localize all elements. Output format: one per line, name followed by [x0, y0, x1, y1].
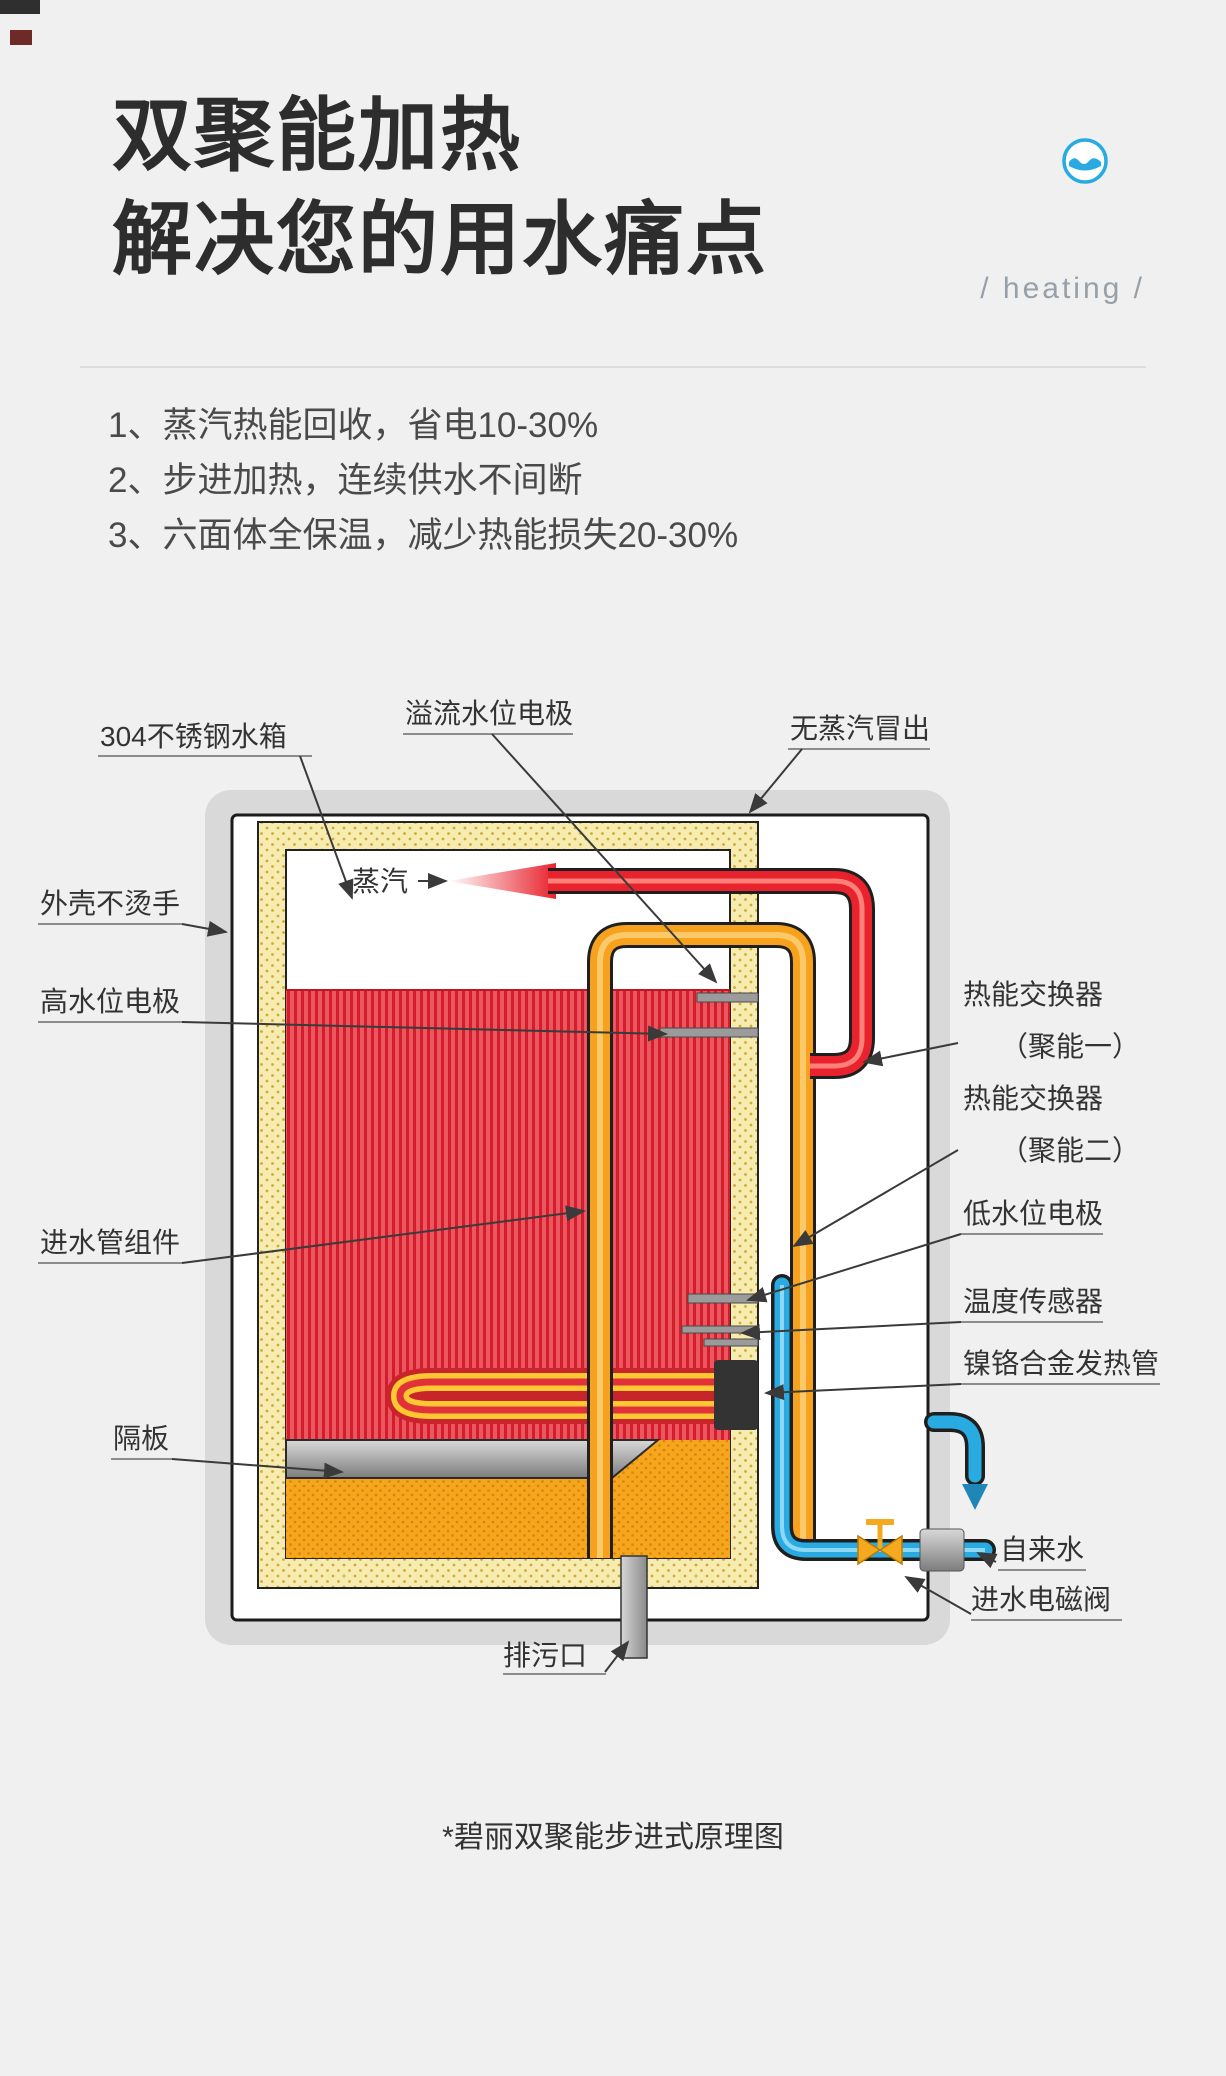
icon-ring: [1062, 138, 1108, 184]
water-wave-icon: [1060, 136, 1110, 186]
label-low-electrode: 低水位电极: [963, 1198, 1103, 1229]
label-temp-sensor: 温度传感器: [963, 1286, 1103, 1317]
nichrome-heating-tube: [385, 1360, 758, 1430]
electrodes: [659, 992, 759, 1347]
pipe-highlight: [597, 932, 806, 1558]
pipe-highlight: [548, 878, 865, 1069]
diagram-caption: *碧丽双聚能步进式原理图: [442, 1821, 784, 1854]
label-high-electrode: 高水位电极: [40, 986, 180, 1017]
inlet-pipe-orange: [587, 922, 816, 1558]
high-level-electrode: [659, 1027, 759, 1038]
inlet-elbow: [927, 1415, 982, 1483]
feature-item-1: 1、蒸汽热能回收，省电10-30%: [108, 406, 599, 445]
cold-water-pipe-blue: [771, 1274, 996, 1561]
icon-wave: [1069, 158, 1101, 171]
label-tap-water: 自来水: [1000, 1534, 1084, 1565]
label-steam: 蒸汽: [352, 866, 408, 897]
divider-line: [80, 366, 1146, 368]
water-wave-icon-svg: [1062, 138, 1108, 184]
title-line-1: 双聚能加热: [112, 91, 522, 180]
label-hx1-line1: 热能交换器: [963, 979, 1103, 1010]
label-no-steam: 无蒸汽冒出: [790, 713, 930, 744]
label-hx2-line1: 热能交换器: [963, 1083, 1103, 1114]
pipe-highlight: [780, 1285, 985, 1552]
feature-list: 1、蒸汽热能回收，省电10-30% 2、步进加热，连续供水不间断 3、六面体全保…: [108, 398, 738, 563]
leader-lines: [171, 733, 998, 1673]
page-title: 双聚能加热 解决您的用水痛点: [112, 84, 768, 292]
feature-item-3: 3、六面体全保温，减少热能损失20-30%: [108, 516, 739, 555]
label-heater-tube: 镍铬合金发热管: [963, 1348, 1159, 1379]
steam-flow: [448, 863, 556, 899]
label-hx2-line2: （聚能二）: [1000, 1135, 1140, 1166]
lower-zone: [286, 1440, 730, 1558]
valve-body: [857, 1534, 882, 1566]
steam-pipe-red: [448, 863, 875, 1079]
label-underlines: [38, 733, 1160, 1675]
flow-arrow-down-icon: [962, 1484, 988, 1510]
title-line-2: 解决您的用水痛点: [112, 195, 768, 284]
pipe-fitting: [919, 1528, 965, 1572]
heater-schematic: 304不锈钢水箱 溢流水位电极 无蒸汽冒出 蒸汽 外壳不烫手 高水位电极 进水管…: [38, 698, 1160, 1675]
label-hx1-line2: （聚能一）: [1000, 1031, 1140, 1062]
label-inlet-pipe: 进水管组件: [40, 1227, 180, 1258]
label-tank: 304不锈钢水箱: [100, 721, 287, 752]
section-tag: / heating /: [980, 272, 1145, 305]
label-drain: 排污口: [503, 1640, 587, 1671]
label-inlet-valve: 进水电磁阀: [971, 1584, 1111, 1615]
label-baffle: 隔板: [113, 1423, 169, 1454]
valve-body: [878, 1534, 903, 1566]
heater-flange: [714, 1360, 758, 1430]
feature-item-2: 2、步进加热，连续供水不间断: [108, 461, 583, 500]
temp-sensor-probe: [703, 1338, 759, 1347]
inlet-solenoid-valve: [857, 1519, 965, 1572]
water-tank: [257, 821, 759, 1589]
hot-water: [286, 990, 730, 1440]
label-shell: 外壳不烫手: [40, 888, 180, 919]
drain-outlet-pipe: [620, 1555, 648, 1659]
low-level-electrode: [687, 1293, 759, 1304]
overflow-electrode: [696, 992, 759, 1003]
heater-core: [396, 1378, 720, 1414]
screen-artifact: [10, 30, 32, 45]
label-overflow-electrode: 溢流水位电极: [405, 698, 573, 729]
screen-artifact: [0, 0, 40, 14]
